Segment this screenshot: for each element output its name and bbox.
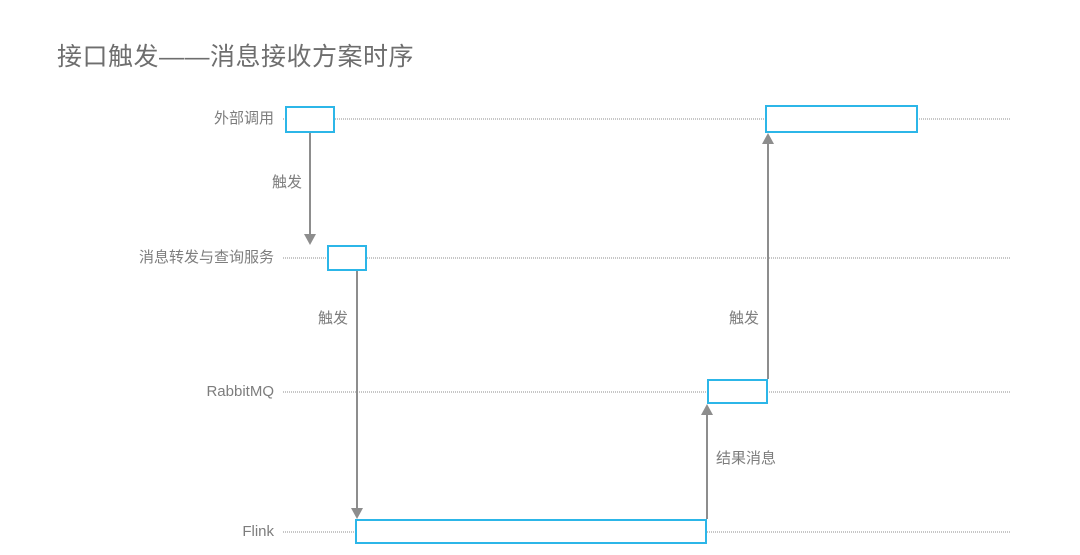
arrow-head-msg-flink-to-rabbitmq [701,404,713,415]
activation-box-act-forward-query [327,245,367,271]
lifeline-label-rabbitmq: RabbitMQ [206,383,274,400]
activation-box-act-external-start [285,106,335,133]
message-line-msg-rabbitmq-to-external [767,144,769,379]
message-line-msg-forward-to-flink [356,271,358,508]
lifeline-dashes-rabbitmq [283,391,1010,393]
lifeline-label-flink: Flink [242,523,274,540]
lifeline-label-forward-query: 消息转发与查询服务 [138,249,274,266]
message-label-msg-external-to-forward: 触发 [271,174,302,191]
page-title: 接口触发——消息接收方案时序 [57,43,415,71]
message-label-msg-rabbitmq-to-external: 触发 [728,310,759,327]
arrow-head-msg-rabbitmq-to-external [762,133,774,144]
lifeline-dashes-forward-query [283,257,1010,259]
activation-box-act-rabbitmq [707,379,768,404]
arrow-head-msg-forward-to-flink [351,508,363,519]
lifeline-label-external-call: 外部调用 [213,110,274,127]
message-label-msg-forward-to-flink: 触发 [317,310,348,327]
arrow-head-msg-external-to-forward [304,234,316,245]
lifeline-dashes-external-call [283,118,1010,120]
message-label-msg-flink-to-rabbitmq: 结果消息 [716,450,777,467]
message-line-msg-external-to-forward [309,133,311,234]
message-line-msg-flink-to-rabbitmq [706,415,708,519]
activation-box-act-external-end [765,105,918,133]
activation-box-act-flink [355,519,707,544]
